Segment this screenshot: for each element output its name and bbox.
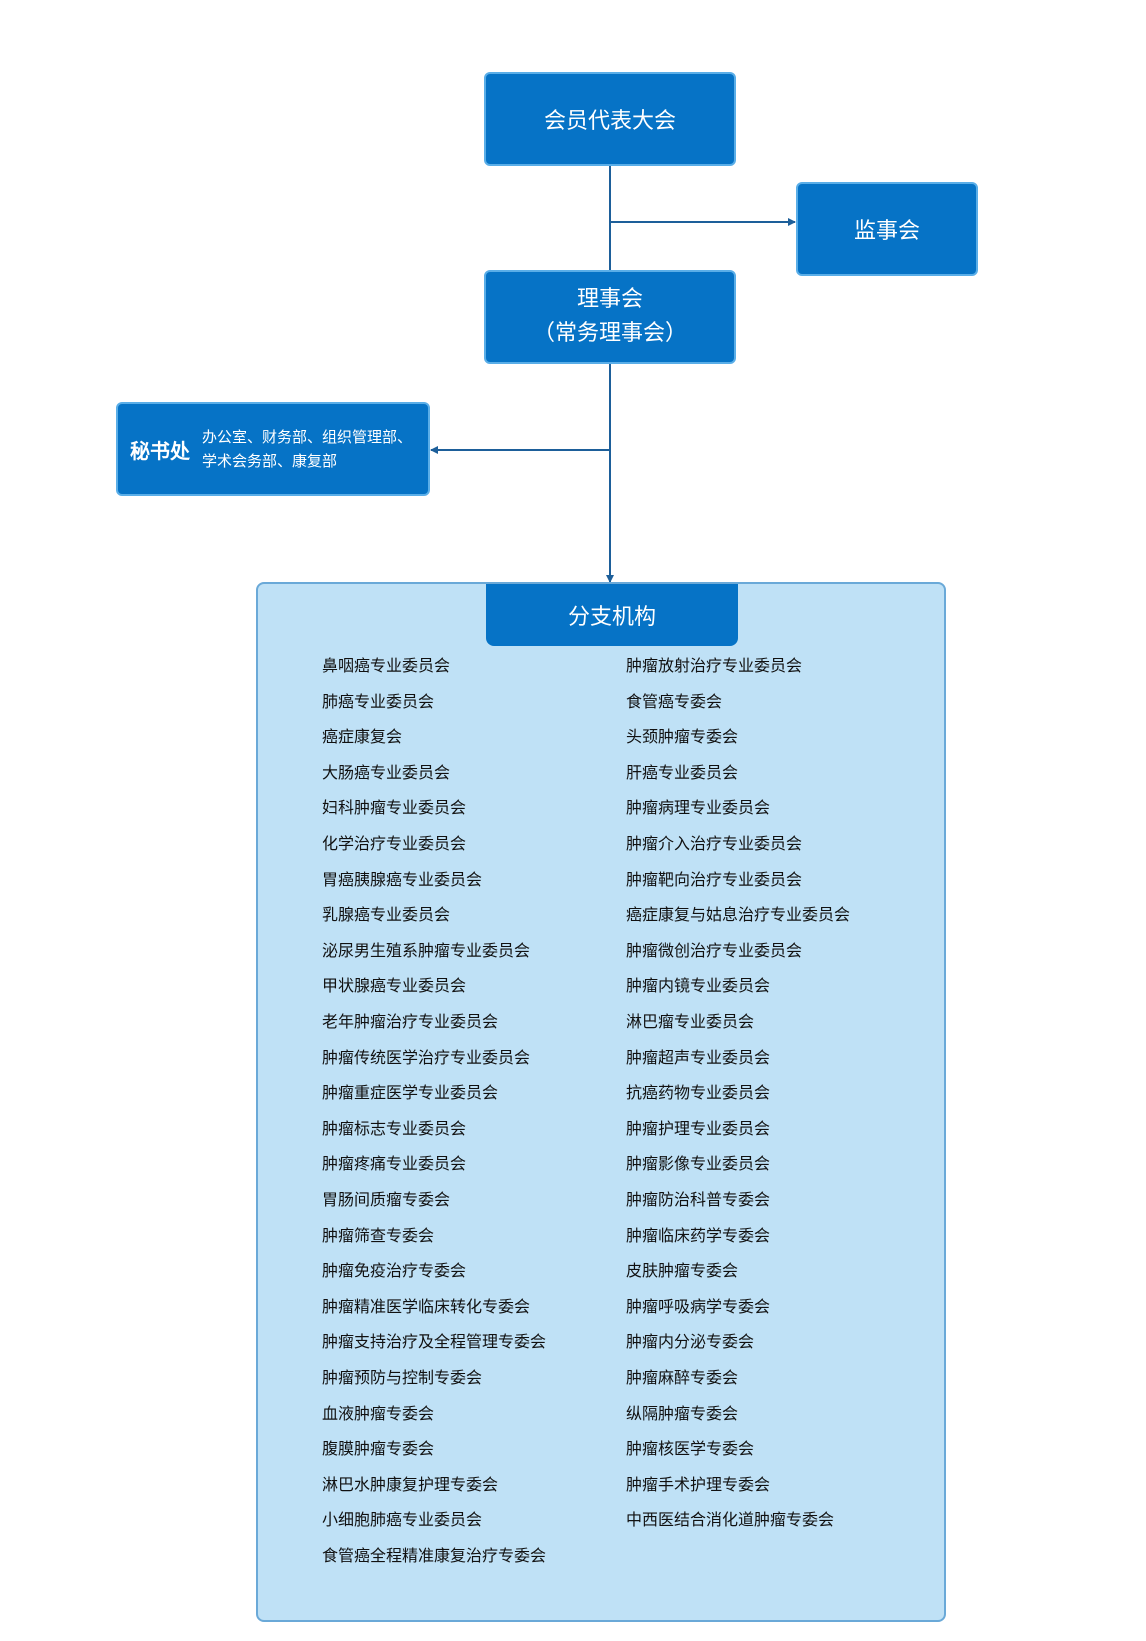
branch-item-left: 肿瘤重症医学专业委员会 — [322, 1083, 499, 1103]
branch-item-left: 肿瘤支持治疗及全程管理专委会 — [322, 1332, 547, 1352]
branch-item-right: 肝癌专业委员会 — [626, 762, 739, 782]
standing-council-label: （常务理事会） — [532, 321, 687, 346]
branch-item-right: 淋巴瘤专业委员会 — [626, 1012, 755, 1031]
branch-item-right: 纵隔肿瘤专委会 — [626, 1403, 739, 1423]
council-node: 理事会 （常务理事会） — [484, 270, 736, 364]
branch-item-left: 泌尿男生殖系肿瘤专业委员会 — [322, 940, 531, 960]
secretariat-departments-line-2: 学术会务部、康复部 — [202, 452, 338, 470]
branch-item-right: 肿瘤护理专业委员会 — [626, 1118, 771, 1138]
branch-item-left: 食管癌全程精准康复治疗专委会 — [322, 1546, 547, 1565]
branch-item-left: 腹膜肿瘤专委会 — [322, 1439, 435, 1459]
branch-item-right: 肿瘤呼吸病学专委会 — [626, 1296, 771, 1316]
branch-item-right: 肿瘤手术护理专委会 — [626, 1474, 771, 1494]
branch-item-right: 肿瘤影像专业委员会 — [626, 1154, 771, 1174]
branch-item-left: 胃肠间质瘤专委会 — [322, 1190, 451, 1209]
branch-item-right: 肿瘤防治科普专委会 — [626, 1190, 771, 1209]
branch-item-right: 皮肤肿瘤专委会 — [626, 1261, 739, 1281]
branch-item-right: 肿瘤临床药学专委会 — [626, 1225, 771, 1245]
branch-item-right: 抗癌药物专业委员会 — [626, 1083, 771, 1103]
branch-item-left: 肿瘤精准医学临床转化专委会 — [322, 1296, 531, 1316]
branch-item-right: 肿瘤病理专业委员会 — [626, 798, 771, 818]
supervisory-board-label: 监事会 — [853, 219, 920, 244]
branch-item-left: 鼻咽癌专业委员会 — [322, 656, 451, 675]
branch-item-left: 妇科肿瘤专业委员会 — [322, 798, 467, 818]
branch-item-left: 化学治疗专业委员会 — [322, 834, 467, 853]
secretariat-departments-line-1: 办公室、财务部、组织管理部、 — [202, 428, 413, 446]
branch-item-left: 肺癌专业委员会 — [322, 691, 435, 711]
branch-item-right: 肿瘤麻醉专委会 — [626, 1368, 739, 1387]
member-assembly-node: 会员代表大会 — [484, 72, 736, 166]
branch-organizations-header: 分支机构 — [486, 584, 738, 646]
branch-item-right: 肿瘤超声专业委员会 — [626, 1047, 771, 1067]
secretariat-node: 秘书处 办公室、财务部、组织管理部、 学术会务部、康复部 — [116, 402, 430, 496]
branch-item-right: 食管癌专委会 — [626, 691, 723, 711]
council-label: 理事会 — [576, 287, 643, 312]
branch-item-left: 肿瘤筛查专委会 — [322, 1225, 435, 1245]
supervisory-board-node: 监事会 — [796, 182, 978, 276]
member-assembly-label: 会员代表大会 — [543, 109, 676, 134]
secretariat-label: 秘书处 — [130, 438, 190, 463]
branch-item-right: 头颈肿瘤专委会 — [626, 727, 739, 747]
branch-item-left: 胃癌胰腺癌专业委员会 — [322, 869, 483, 889]
branch-item-right: 肿瘤微创治疗专业委员会 — [626, 940, 803, 960]
branch-item-right: 癌症康复与姑息治疗专业委员会 — [626, 905, 851, 925]
branch-item-left: 老年肿瘤治疗专业委员会 — [322, 1012, 499, 1031]
branch-item-right: 肿瘤介入治疗专业委员会 — [626, 834, 803, 853]
branch-item-left: 甲状腺癌专业委员会 — [322, 976, 467, 996]
branch-item-right: 肿瘤放射治疗专业委员会 — [626, 656, 803, 675]
branch-item-left: 乳腺癌专业委员会 — [322, 905, 451, 925]
branch-item-left: 肿瘤标志专业委员会 — [322, 1118, 467, 1138]
branch-item-left: 肿瘤传统医学治疗专业委员会 — [322, 1047, 531, 1067]
branch-item-right: 肿瘤内镜专业委员会 — [626, 976, 771, 996]
branch-item-right: 肿瘤核医学专委会 — [626, 1439, 755, 1459]
branch-item-left: 血液肿瘤专委会 — [322, 1403, 435, 1423]
branch-item-right: 肿瘤内分泌专委会 — [626, 1332, 755, 1352]
branch-item-left: 肿瘤疼痛专业委员会 — [322, 1154, 467, 1174]
branch-organizations-panel — [256, 582, 946, 1622]
branch-item-left: 肿瘤预防与控制专委会 — [322, 1368, 483, 1387]
branch-item-right: 肿瘤靶向治疗专业委员会 — [626, 869, 803, 889]
branch-item-left: 淋巴水肿康复护理专委会 — [322, 1474, 499, 1494]
branch-item-right: 中西医结合消化道肿瘤专委会 — [626, 1510, 835, 1530]
branch-item-left: 小细胞肺癌专业委员会 — [322, 1510, 483, 1530]
branch-item-left: 肿瘤免疫治疗专委会 — [322, 1261, 467, 1281]
branch-item-left: 癌症康复会 — [322, 727, 403, 747]
secretariat-departments: 办公室、财务部、组织管理部、 学术会务部、康复部 — [202, 425, 424, 473]
branch-organizations-title: 分支机构 — [567, 605, 656, 630]
branch-item-left: 大肠癌专业委员会 — [322, 762, 451, 782]
